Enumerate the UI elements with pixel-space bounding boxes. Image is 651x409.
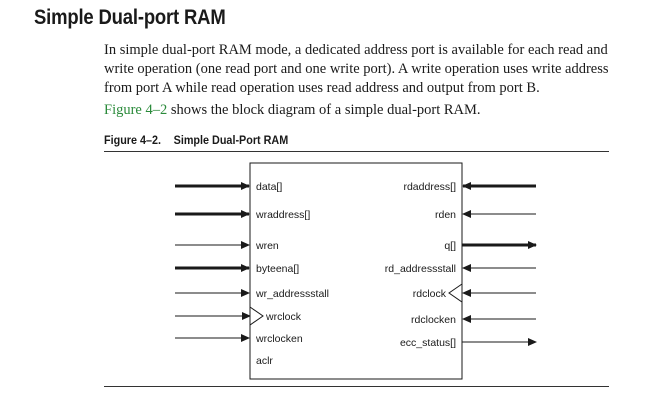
figure-reference-text: shows the block diagram of a simple dual… — [167, 102, 481, 118]
figure-link[interactable]: Figure 4–2 — [104, 102, 168, 118]
port-label-rdclock: rdclock — [413, 288, 447, 300]
figure-title: Simple Dual-Port RAM — [173, 133, 289, 147]
port-label-rd-addressstall: rd_addressstall — [385, 263, 456, 275]
port-label-wrclock: wrclock — [265, 311, 302, 323]
port-label-q: q[] — [444, 240, 456, 252]
port-label-aclr: aclr — [256, 355, 273, 367]
ram-block — [249, 162, 463, 380]
port-label-wrclocken: wrclocken — [255, 333, 303, 345]
port-label-byteena: byteena[] — [256, 263, 299, 275]
port-label-wren: wren — [255, 240, 279, 252]
port-label-ecc-status: ecc_status[] — [400, 337, 456, 349]
clock-triangle-icon — [249, 306, 264, 326]
port-label-data: data[] — [256, 181, 282, 193]
port-label-rdaddress: rdaddress[] — [403, 181, 456, 193]
figure-top-rule — [104, 151, 609, 152]
figure-number: Figure 4–2. — [104, 133, 162, 147]
port-label-rden: rden — [435, 209, 456, 221]
figure-bottom-rule — [104, 386, 609, 387]
port-label-rdclocken: rdclocken — [411, 314, 456, 326]
port-label-wraddress: wraddress[] — [255, 209, 310, 221]
figure-caption: Figure 4–2. Simple Dual-Port RAM — [104, 133, 288, 147]
section-heading: Simple Dual-port RAM — [34, 6, 226, 29]
clock-triangle-icon — [448, 283, 463, 303]
port-label-wr-addressstall: wr_addressstall — [255, 288, 329, 300]
figure-reference-paragraph: Figure 4–2 shows the block diagram of a … — [104, 101, 624, 120]
section-paragraph: In simple dual-port RAM mode, a dedicate… — [104, 42, 609, 96]
